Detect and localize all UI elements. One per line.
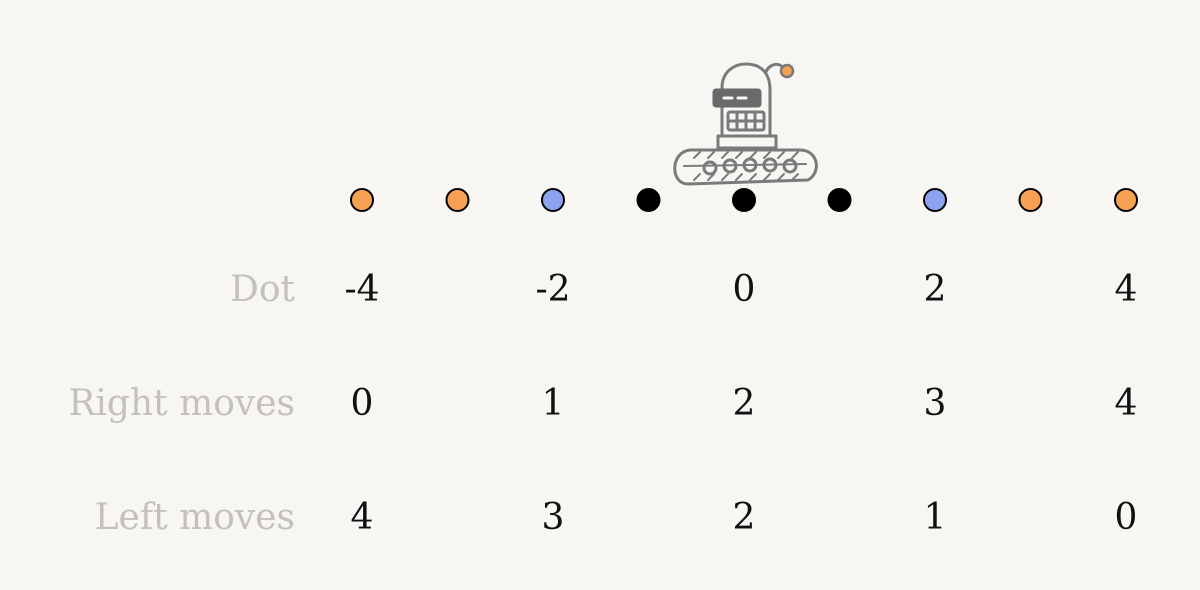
row-label-2: Left moves — [94, 497, 295, 538]
cell-r2-c2: 2 — [732, 497, 756, 538]
cell-r2-c0: 4 — [350, 497, 374, 538]
row-label-1: Right moves — [68, 383, 295, 424]
cell-r2-c3: 1 — [923, 497, 947, 538]
cell-r2-c4: 0 — [1114, 497, 1138, 538]
dot-0 — [732, 188, 756, 212]
cell-r0-c2: 0 — [732, 269, 756, 310]
cell-r0-c3: 2 — [923, 269, 947, 310]
cell-r1-c2: 2 — [732, 383, 756, 424]
dot-1 — [827, 188, 852, 212]
dots-group — [350, 188, 1138, 212]
dot-2 — [923, 188, 947, 212]
dot-3 — [1018, 188, 1043, 212]
dot--2 — [541, 188, 565, 212]
row-label-0: Dot — [229, 269, 295, 310]
cell-r1-c0: 0 — [350, 383, 374, 424]
cell-r1-c3: 3 — [923, 383, 947, 424]
cell-r1-c4: 4 — [1114, 383, 1138, 424]
dot--4 — [350, 188, 374, 212]
cell-r0-c0: -4 — [344, 269, 380, 310]
cell-r0-c1: -2 — [535, 269, 571, 310]
cell-r0-c4: 4 — [1114, 269, 1138, 310]
dot--1 — [636, 188, 661, 212]
cell-r2-c1: 3 — [541, 497, 565, 538]
dot--3 — [445, 188, 470, 212]
robot-on-treads-icon — [673, 62, 818, 186]
cell-r1-c1: 1 — [541, 383, 565, 424]
dot-4 — [1114, 188, 1138, 212]
